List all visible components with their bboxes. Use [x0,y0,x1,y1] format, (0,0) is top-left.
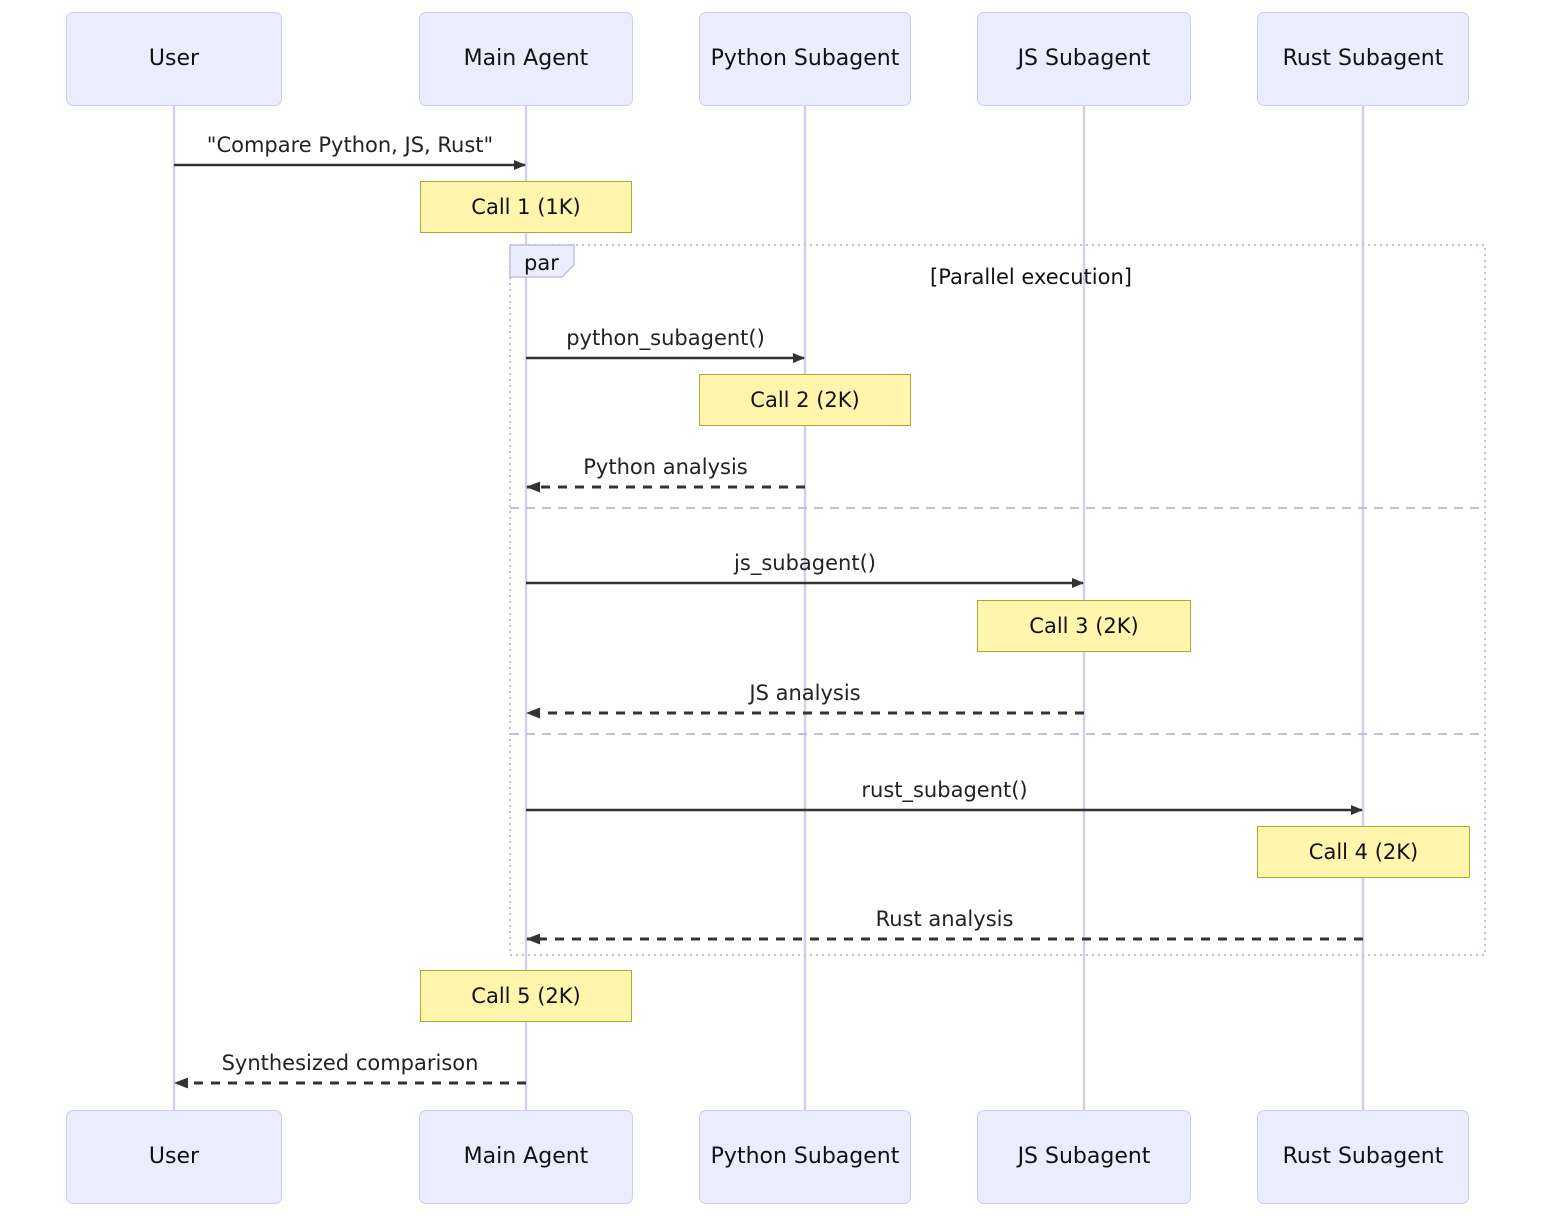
note-label-n3: Call 3 (2K) [1029,613,1139,638]
message-label-m2: python_subagent() [566,326,765,350]
note-n1[interactable]: Call 1 (1K) [420,181,632,233]
participant-label-user: User [148,46,200,71]
messages-group [174,160,1363,1089]
note-n2[interactable]: Call 2 (2K) [699,374,911,426]
participant-box-python-subagent[interactable]: Python Subagent [699,1110,911,1204]
par-block-outline [509,244,1486,956]
participant-box-user[interactable]: User [66,12,282,106]
message-label-m6: rust_subagent() [861,778,1028,802]
note-n3[interactable]: Call 3 (2K) [977,600,1191,652]
participant-label-js-subagent: JS Subagent [1017,46,1151,71]
par-block-frame [509,244,1486,956]
participant-box-user[interactable]: User [66,1110,282,1204]
note-n4[interactable]: Call 4 (2K) [1257,826,1470,878]
participant-box-js-subagent[interactable]: JS Subagent [977,12,1191,106]
participant-box-python-subagent[interactable]: Python Subagent [699,12,911,106]
par-tag-shape [509,244,575,278]
participant-box-main-agent[interactable]: Main Agent [419,1110,633,1204]
participant-label-python-subagent: Python Subagent [710,46,900,71]
participant-box-rust-subagent[interactable]: Rust Subagent [1257,1110,1469,1204]
participant-label-rust-subagent: Rust Subagent [1282,1144,1444,1169]
participant-box-js-subagent[interactable]: JS Subagent [977,1110,1191,1204]
par-tag-label: par [524,251,559,275]
participant-label-js-subagent: JS Subagent [1017,1144,1151,1169]
message-label-m5: JS analysis [749,681,861,705]
participant-label-main-agent: Main Agent [463,1144,589,1169]
note-label-n2: Call 2 (2K) [750,387,860,412]
message-label-m7: Rust analysis [875,907,1014,931]
participant-label-user: User [148,1144,200,1169]
message-label-m8: Synthesized comparison [221,1051,479,1075]
par-block-title: [Parallel execution] [930,265,1132,289]
note-n5[interactable]: Call 5 (2K) [420,970,632,1022]
note-label-n4: Call 4 (2K) [1308,839,1419,864]
message-label-m3: Python analysis [583,455,748,479]
participant-label-main-agent: Main Agent [463,46,589,71]
note-label-n1: Call 1 (1K) [471,194,581,219]
participant-box-rust-subagent[interactable]: Rust Subagent [1257,12,1469,106]
message-label-m4: js_subagent() [734,551,876,575]
participant-label-python-subagent: Python Subagent [710,1144,900,1169]
note-label-n5: Call 5 (2K) [471,983,581,1008]
message-label-m1: "Compare Python, JS, Rust" [206,133,494,157]
participant-box-main-agent[interactable]: Main Agent [419,12,633,106]
participant-label-rust-subagent: Rust Subagent [1282,46,1444,71]
